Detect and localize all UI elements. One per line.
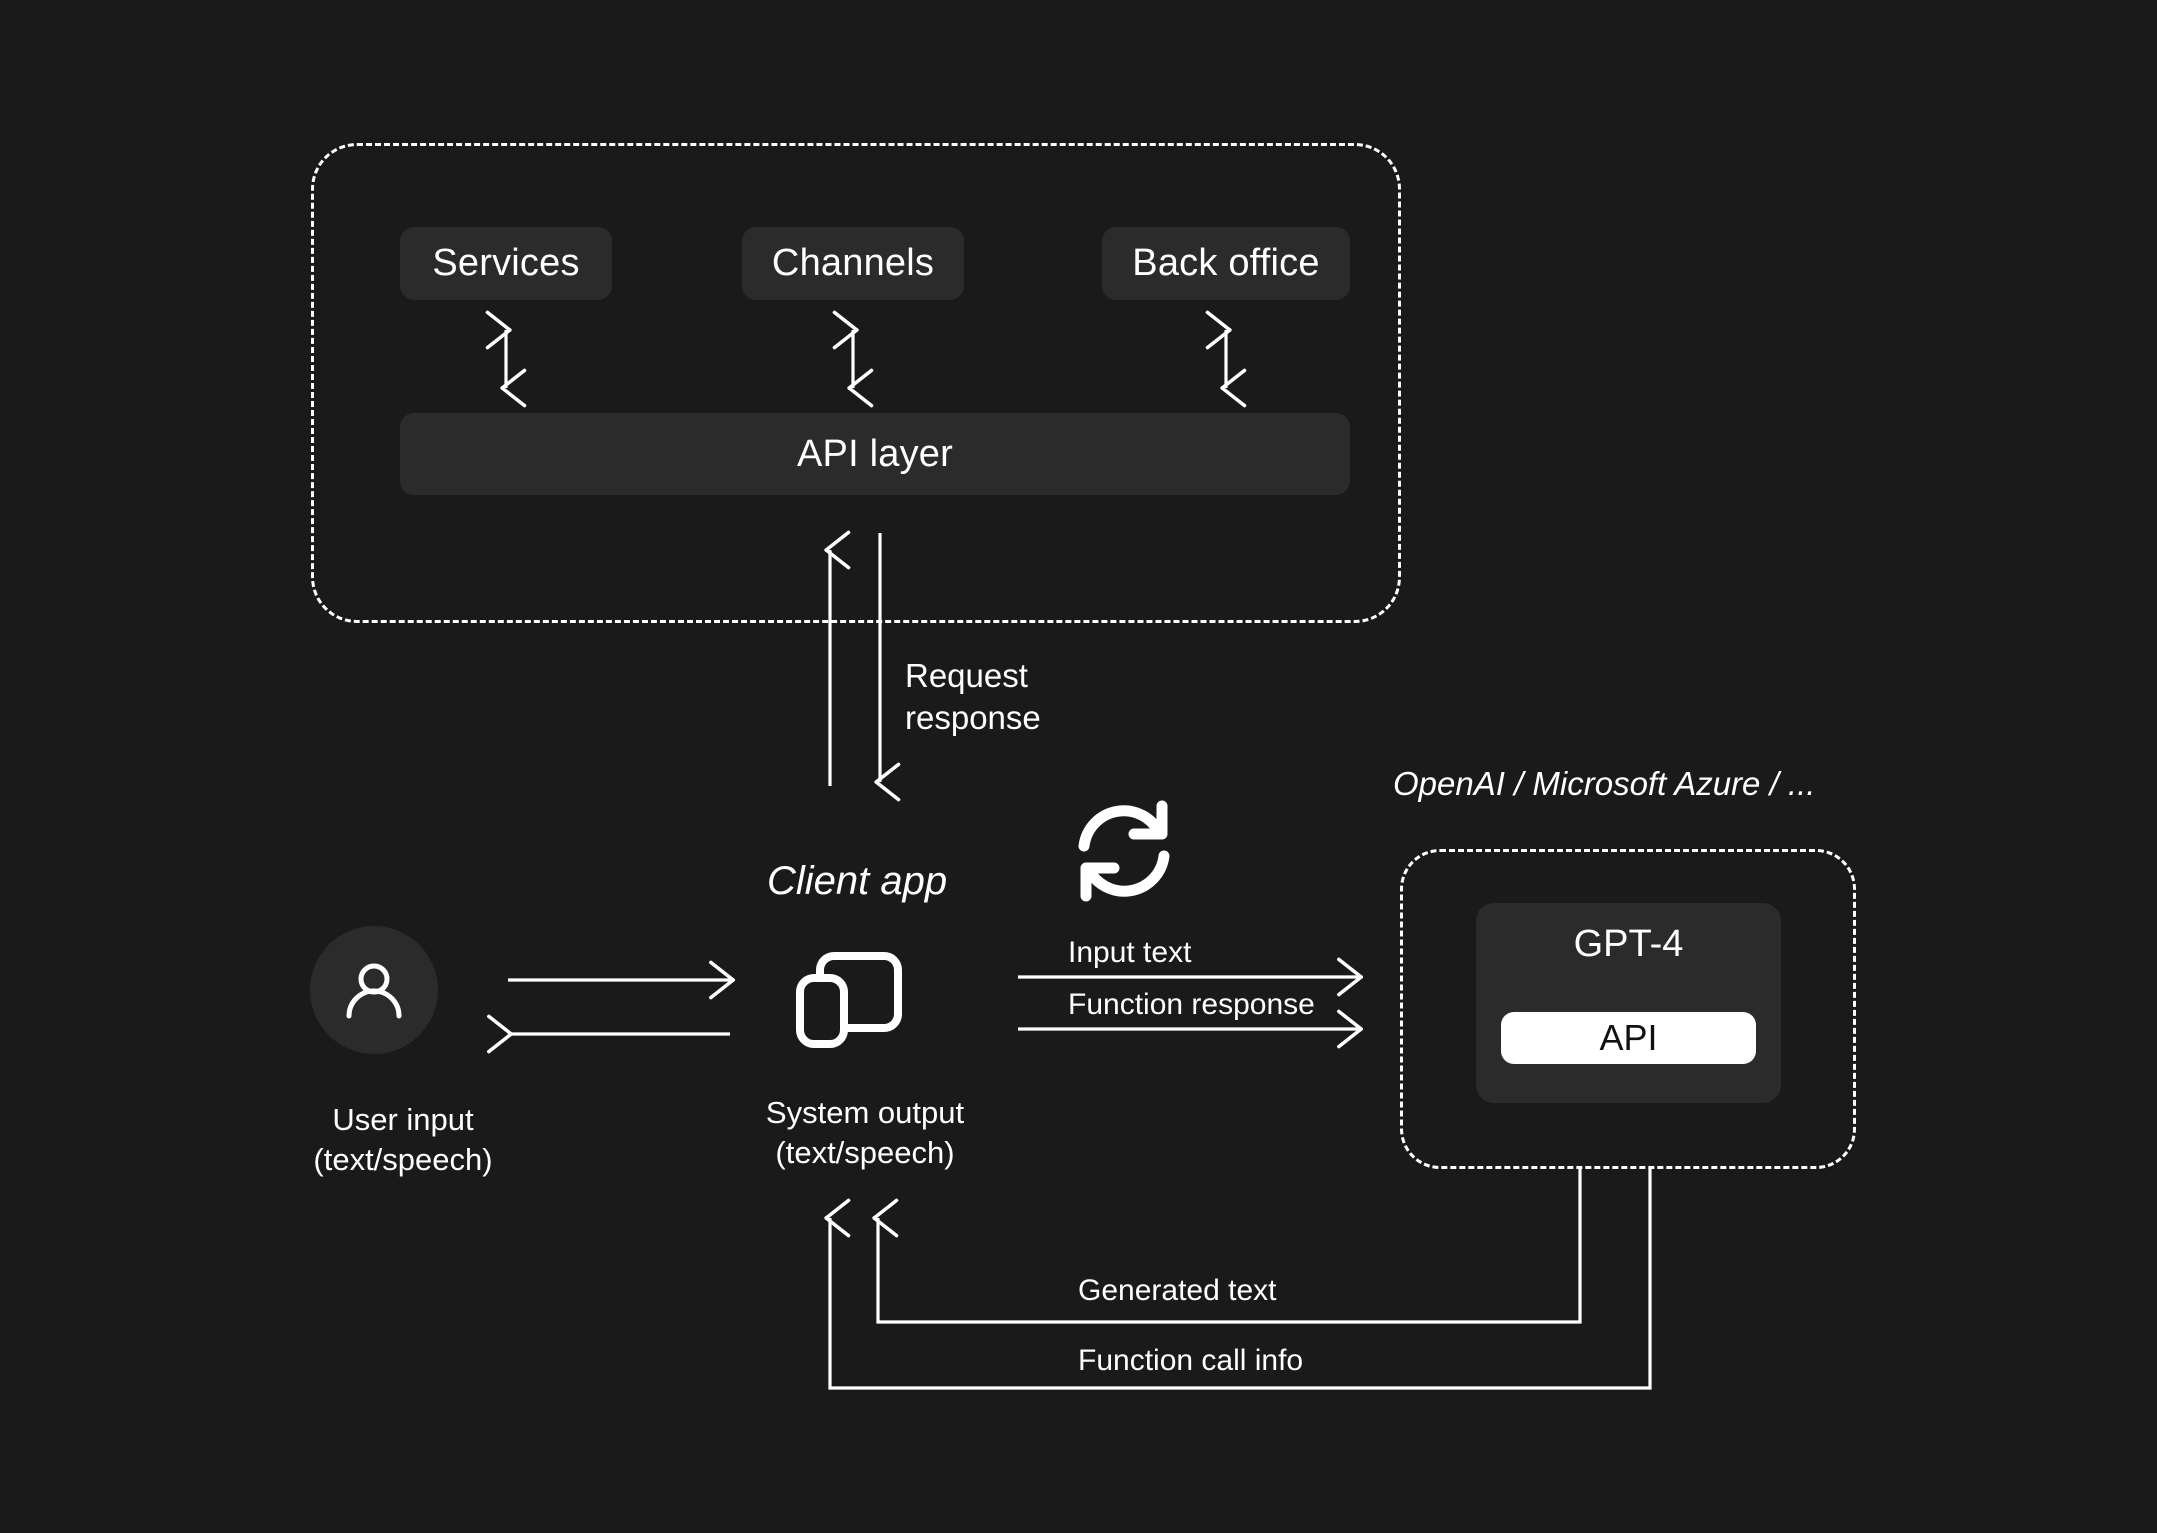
model-api-button[interactable]: API: [1501, 1012, 1756, 1064]
system-output-caption: System output (text/speech): [765, 1095, 965, 1170]
flow-label-function-response: Function response: [1068, 988, 1315, 1021]
user-input-caption: User input (text/speech): [313, 1102, 493, 1177]
devices-icon: [792, 943, 908, 1055]
platform-box-channels-label: Channels: [771, 242, 935, 284]
platform-box-services[interactable]: Services: [400, 227, 612, 300]
platform-boundary: [311, 143, 1401, 623]
avatar: [310, 926, 438, 1054]
platform-box-back-office-label: Back office: [1132, 242, 1320, 284]
platform-box-back-office[interactable]: Back office: [1102, 227, 1350, 300]
request-response-label: Request response: [905, 657, 1041, 737]
api-layer-label: API layer: [797, 432, 953, 475]
sync-icon: [1062, 790, 1186, 910]
provider-boundary: [1400, 849, 1856, 1169]
person-icon: [346, 963, 402, 1019]
provider-title: OpenAI / Microsoft Azure / ...: [1393, 765, 1816, 802]
model-label: GPT-4: [1573, 923, 1684, 965]
platform-box-services-label: Services: [432, 242, 580, 284]
flow-label-input-text: Input text: [1068, 936, 1192, 969]
model-box[interactable]: GPT-4: [1476, 903, 1781, 1103]
model-api-label: API: [1599, 1017, 1658, 1058]
platform-box-channels[interactable]: Channels: [742, 227, 964, 300]
client-app-title: Client app: [767, 859, 948, 903]
flow-label-generated-text: Generated text: [1078, 1274, 1277, 1307]
flow-label-function-call-info: Function call info: [1078, 1344, 1304, 1377]
api-layer-box[interactable]: API layer: [400, 413, 1350, 495]
